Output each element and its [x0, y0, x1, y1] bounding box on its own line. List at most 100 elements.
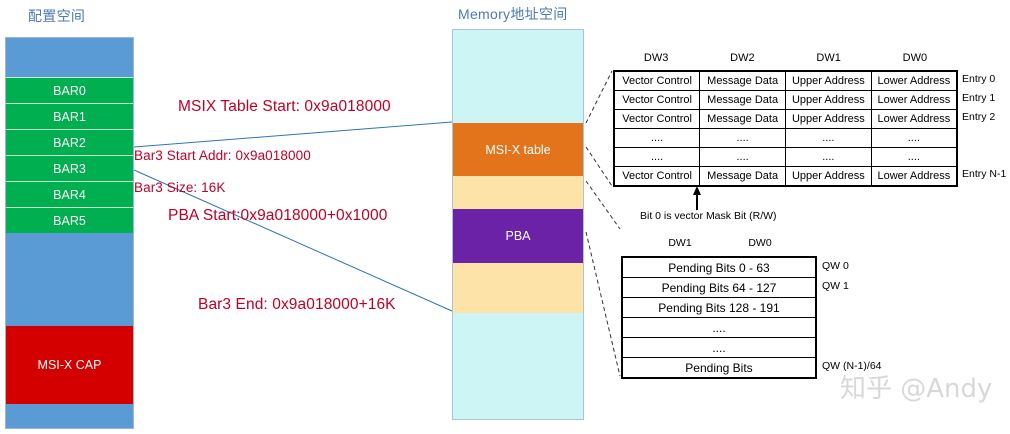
table-cell: ....: [699, 147, 786, 167]
qw-label: QW (N-1)/64: [822, 360, 882, 372]
memory-block-label: PBA: [505, 229, 531, 243]
memory-block-gap-lower: [453, 263, 583, 313]
annotation-pba-start: PBA Start:0x9a018000+0x1000: [168, 207, 388, 224]
memory-space-title: Memory地址空间: [458, 6, 568, 22]
config-block-bar5: BAR5: [6, 207, 133, 233]
config-block-label: BAR4: [53, 187, 86, 202]
config-block-msix-cap: MSI-X CAP: [6, 326, 133, 404]
memory-block-label: MSI-X table: [485, 142, 551, 157]
table-cell: ....: [785, 147, 872, 167]
table-cell: Pending Bits 128 - 191: [621, 297, 817, 318]
table-row: Pending Bits 0 - 63: [621, 256, 817, 278]
table-row: Pending Bits 128 - 191: [621, 297, 817, 318]
connector-msix-table-to-entry-table-bottom: [585, 146, 613, 187]
table-row: Pending Bits 64 - 127: [621, 277, 817, 298]
pba-table-dw-headers: DW1 DW0: [640, 237, 800, 249]
config-block-bottom-blue: [6, 404, 133, 428]
table-cell: ....: [613, 128, 701, 148]
config-block-label: BAR5: [53, 213, 86, 228]
config-space-title: 配置空间: [28, 8, 86, 24]
table-row: Vector Control Message Data Upper Addres…: [613, 109, 958, 129]
mask-bit-arrow-head: [693, 186, 701, 195]
table-row: ....: [621, 317, 817, 338]
config-block-bar2: BAR2: [6, 129, 133, 155]
annotation-bar3-end: Bar3 End: 0x9a018000+16K: [198, 296, 396, 313]
config-block-bar1: BAR1: [6, 103, 133, 129]
annotation-bar3-start-addr: Bar3 Start Addr: 0x9a018000: [134, 148, 311, 163]
config-block-mid-blue: [6, 233, 133, 326]
qw-index-labels: QW 0 QW 1 QW (N-1)/64: [822, 256, 912, 376]
table-row: .... .... .... ....: [613, 128, 958, 148]
table-cell: ....: [785, 128, 872, 148]
memory-block-top-cyan: [453, 30, 583, 123]
table-cell: Message Data: [699, 166, 786, 187]
table-cell: Upper Address: [785, 166, 872, 187]
table-cell: ....: [621, 337, 817, 358]
table-row: Vector Control Message Data Upper Addres…: [613, 70, 958, 91]
annotation-bar3-size: Bar3 Size: 16K: [134, 180, 226, 195]
memory-block-pba: PBA: [453, 209, 583, 263]
table-cell: Vector Control: [613, 70, 701, 91]
entry-label: [962, 127, 1010, 146]
table-row: Vector Control Message Data Upper Addres…: [613, 166, 958, 187]
config-block-label: BAR2: [53, 135, 86, 150]
entry-label: Entry 2: [962, 111, 996, 123]
table-cell: Vector Control: [613, 109, 701, 129]
config-block-bar4: BAR4: [6, 181, 133, 207]
config-block-top-blue: [6, 38, 133, 77]
mask-bit-note: Bit 0 is vector Mask Bit (R/W): [640, 210, 777, 222]
table-cell: Pending Bits: [621, 357, 817, 379]
entry-label: [962, 146, 1010, 165]
table-cell: Vector Control: [613, 166, 701, 187]
config-block-label: BAR0: [53, 83, 86, 98]
config-space-column: BAR0 BAR1 BAR2 BAR3 BAR4 BAR5 MSI-X CAP: [5, 37, 134, 429]
table-row: ....: [621, 337, 817, 358]
table-cell: Message Data: [699, 70, 786, 91]
entry-table-dw-headers: DW3 DW2 DW1 DW0: [613, 52, 958, 64]
connector-pba-to-pba-table-top: [585, 180, 621, 230]
table-cell: Pending Bits 0 - 63: [621, 256, 817, 278]
memory-block-gap-upper: [453, 176, 583, 209]
watermark: 知乎 @Andy: [840, 374, 993, 404]
config-block-bar3: BAR3: [6, 155, 133, 181]
entry-label: Entry 1: [962, 92, 996, 104]
table-cell: ....: [699, 128, 786, 148]
table-row: Pending Bits: [621, 357, 817, 379]
table-cell: Pending Bits 64 - 127: [621, 277, 817, 298]
table-cell: Upper Address: [785, 70, 872, 91]
table-cell: Lower Address: [870, 70, 958, 91]
memory-block-bottom-cyan: [453, 313, 583, 419]
dw-header-label: DW0: [748, 237, 772, 249]
memory-space-column: MSI-X table PBA: [452, 29, 584, 420]
table-cell: Upper Address: [785, 109, 872, 129]
memory-block-msix-table: MSI-X table: [453, 123, 583, 176]
table-cell: ....: [870, 147, 958, 167]
config-block-label: BAR1: [53, 109, 86, 124]
connector-bar3-to-msix-table: [133, 121, 453, 148]
table-cell: Lower Address: [870, 90, 958, 110]
annotation-msix-table-start: MSIX Table Start: 0x9a018000: [178, 98, 391, 115]
qw-label: [822, 296, 912, 316]
qw-label: [822, 316, 912, 336]
qw-label: QW 1: [822, 280, 849, 292]
table-row: Vector Control Message Data Upper Addres…: [613, 90, 958, 110]
table-cell: Lower Address: [870, 109, 958, 129]
entry-index-labels: Entry 0 Entry 1 Entry 2 Entry N-1: [962, 70, 1010, 184]
table-cell: Vector Control: [613, 90, 701, 110]
dw-header-label: DW1: [816, 52, 841, 64]
config-block-label: BAR3: [53, 161, 86, 176]
entry-label: Entry N-1: [962, 168, 1007, 180]
entry-label: Entry 0: [962, 73, 996, 85]
table-cell: Message Data: [699, 109, 786, 129]
table-cell: ....: [870, 128, 958, 148]
table-cell: ....: [613, 147, 701, 167]
connector-pba-to-pba-table-bottom: [585, 231, 621, 377]
dw-header-label: DW1: [668, 237, 692, 249]
table-cell: Message Data: [699, 90, 786, 110]
pba-table: Pending Bits 0 - 63 Pending Bits 64 - 12…: [621, 256, 817, 379]
dw-header-label: DW2: [730, 52, 755, 64]
config-block-label: MSI-X CAP: [37, 358, 102, 372]
qw-label: [822, 336, 912, 356]
msix-entry-table: Vector Control Message Data Upper Addres…: [613, 70, 958, 187]
